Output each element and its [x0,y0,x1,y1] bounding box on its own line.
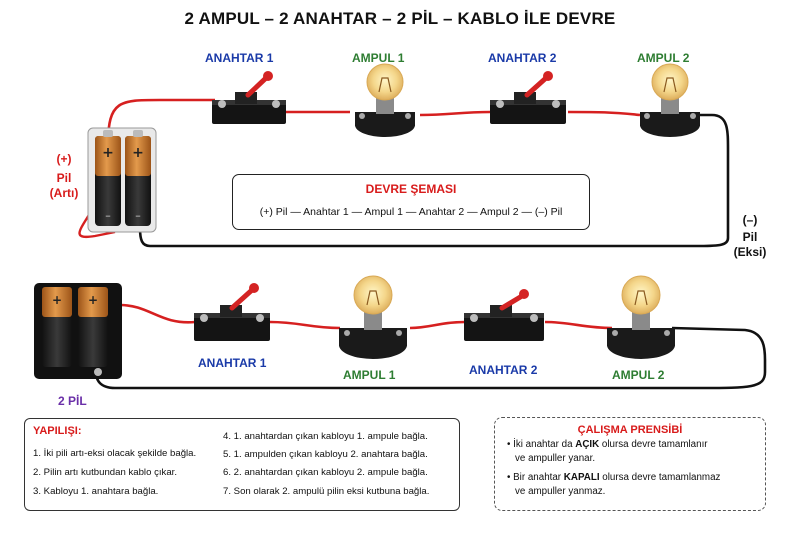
bottom-switch-2-icon [464,289,544,341]
top-switch-1-icon [212,71,286,124]
top-switch-2-icon [490,71,566,124]
minus-pole-label-sub: (Eksi) [733,245,767,259]
principle-item-1: • İki anahtar da AÇIK olursa devre tamam… [507,439,708,450]
plus-sign-label: (+) [56,152,72,166]
plus-pole-label: Pil [56,171,72,185]
principle-item-2-cont: ve ampuller yanmaz. [515,486,606,497]
step-item: 2. Pilin artı kutbundan kablo çıkar. [33,467,177,478]
wire-bulb1-to-switch2 [419,110,491,117]
schema-text: (+) Pil — Anahtar 1 — Ampul 1 — Anahtar … [259,206,563,218]
principle-item-1-cont: ve ampuller yanar. [515,453,596,464]
bottom-battery-label: 2 PİL [58,394,87,408]
top-battery-pack: + + – – [87,127,157,233]
minus-pole-label: Pil [742,230,758,244]
step-item: 6. 2. anahtardan çıkan kabloyu 2. ampule… [223,467,428,478]
wire-bulb2-to-minus [138,113,730,248]
wire-bottom-bulb1-to-switch2 [409,320,466,330]
plus-pole-label-sub: (Artı) [49,186,79,200]
battery-minus-mark-2: – [135,209,141,222]
schema-title: DEVRE ŞEMASI [365,182,457,196]
step-item: 3. Kabloyu 1. anahtara bağla. [33,486,159,497]
circuit-schema-box: DEVRE ŞEMASI (+) Pil — Anahtar 1 — Ampul… [232,174,590,230]
closed-keyword: KAPALI [563,472,600,483]
principle-item-2: • Bir anahtar KAPALI olursa devre tamaml… [507,472,721,483]
minus-sign-label: (–) [742,213,758,227]
principle-box: ÇALIŞMA PRENSİBİ • İki anahtar da AÇIK o… [494,417,766,511]
page-title: 2 AMPUL – 2 ANAHTAR – 2 PİL – KABLO İLE … [184,9,616,28]
top-switch-2-label: ANAHTAR 2 [488,51,557,65]
steps-title: YAPILIŞI: [33,425,82,437]
wire-bottom-switch2-to-bulb2 [544,320,613,330]
step-item: 7. Son olarak 2. ampulü pilin eksi kutbu… [223,486,430,497]
top-bulb-1-icon [355,63,415,137]
top-bulb-2-label: AMPUL 2 [637,51,690,65]
steps-box: YAPILIŞI: 1. İki pili artı-eksi olacak ş… [24,418,460,511]
wire-bottom-switch1-to-bulb1 [269,320,341,330]
top-bulb-2-icon [640,63,700,137]
battery-plus-mark-2: + [132,145,144,161]
step-item: 4. 1. anahtardan çıkan kabloyu 1. ampule… [223,431,428,442]
bottom-bulb-1-label: AMPUL 1 [343,368,396,382]
step-item: 1. İki pili artı-eksi olacak şekilde bağ… [33,448,197,459]
wire-bottom-bulb2-to-minus [94,326,767,390]
bottom-switch-1-label: ANAHTAR 1 [198,356,267,370]
wire-switch2-to-bulb2 [567,110,641,117]
bottom-battery-pack: + + [34,283,122,379]
top-switch-1-label: ANAHTAR 1 [205,51,274,65]
bottom-bulb-2-label: AMPUL 2 [612,368,665,382]
bottom-battery-plus-mark-2: + [88,293,98,307]
bottom-switch-2-label: ANAHTAR 2 [469,363,538,377]
bottom-switch-1-icon [194,283,270,341]
bottom-bulb-1-icon [339,275,407,359]
principle-title: ÇALIŞMA PRENSİBİ [577,424,683,436]
top-bulb-1-label: AMPUL 1 [352,51,405,65]
bottom-bulb-2-icon [607,275,675,359]
battery-minus-mark-1: – [105,209,111,222]
open-keyword: AÇIK [575,439,600,450]
battery-plus-mark-1: + [102,145,114,161]
wire-bottom-battery-to-switch1 [119,303,196,324]
bottom-battery-plus-mark-1: + [52,293,62,307]
step-item: 5. 1. ampulden çıkan kabloyu 2. anahtara… [223,449,428,460]
